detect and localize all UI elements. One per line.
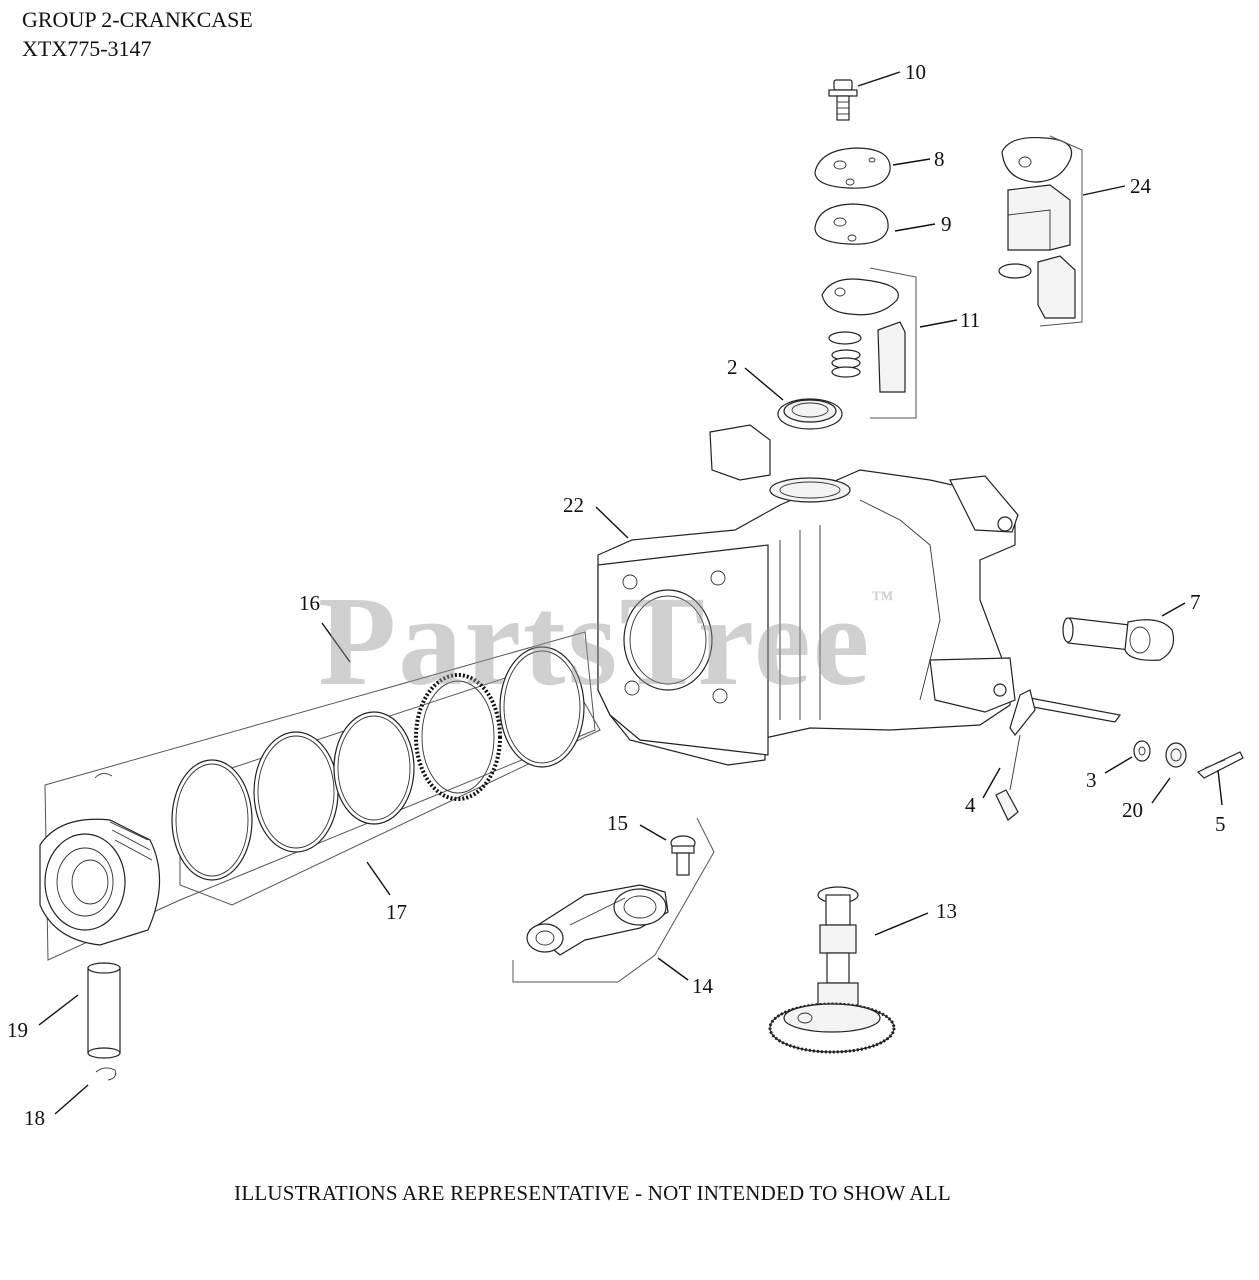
callout-7[interactable]: 7 [1190,590,1201,614]
part-3-washer[interactable] [1133,740,1151,762]
callout-19[interactable]: 19 [7,1018,28,1042]
disclaimer-note: ILLUSTRATIONS ARE REPRESENTATIVE - NOT I… [234,1181,951,1205]
callout-15[interactable]: 15 [607,811,628,835]
callout-9[interactable]: 9 [941,212,952,236]
part-13-camshaft[interactable] [768,886,896,1054]
part-10-bolt[interactable] [828,79,858,121]
callout-5[interactable]: 5 [1215,812,1226,836]
callout-3[interactable]: 3 [1086,768,1097,792]
part-15-bolt[interactable] [670,835,696,876]
part-4-governor-shaft[interactable] [995,689,1122,821]
part-16-piston-kit[interactable] [39,631,596,961]
part-17-piston-rings[interactable] [171,646,601,906]
callout-14[interactable]: 14 [692,974,714,998]
callout-22[interactable]: 22 [563,493,584,517]
part-11-kit[interactable] [821,267,917,419]
callout-20[interactable]: 20 [1122,798,1143,822]
part-2-seal[interactable] [777,398,843,430]
callout-18[interactable]: 18 [24,1106,45,1130]
callout-8[interactable]: 8 [934,147,945,171]
part-8-plate[interactable] [814,147,891,189]
model-number: XTX775-3147 [22,36,152,61]
part-22-crankcase[interactable] [597,424,1019,766]
callout-17[interactable]: 17 [386,900,407,924]
diagram-title: GROUP 2-CRANKCASE [22,7,253,32]
callout-10[interactable]: 10 [905,60,926,84]
part-14-connecting-rod[interactable] [512,817,715,983]
part-18-retainer-clip[interactable] [95,1067,117,1081]
callout-24[interactable]: 24 [1130,174,1152,198]
part-9-plate[interactable] [814,203,889,245]
part-24-kit[interactable] [998,135,1083,327]
part-5-clip[interactable] [1196,751,1244,779]
part-19-wrist-pin[interactable] [87,962,121,1059]
callout-16[interactable]: 16 [299,591,320,615]
callout-4[interactable]: 4 [965,793,976,817]
part-7-shaft[interactable] [1062,617,1175,661]
part-20-seal[interactable] [1165,742,1187,768]
callout-11[interactable]: 11 [960,308,980,332]
callout-13[interactable]: 13 [936,899,957,923]
callout-2[interactable]: 2 [727,355,738,379]
